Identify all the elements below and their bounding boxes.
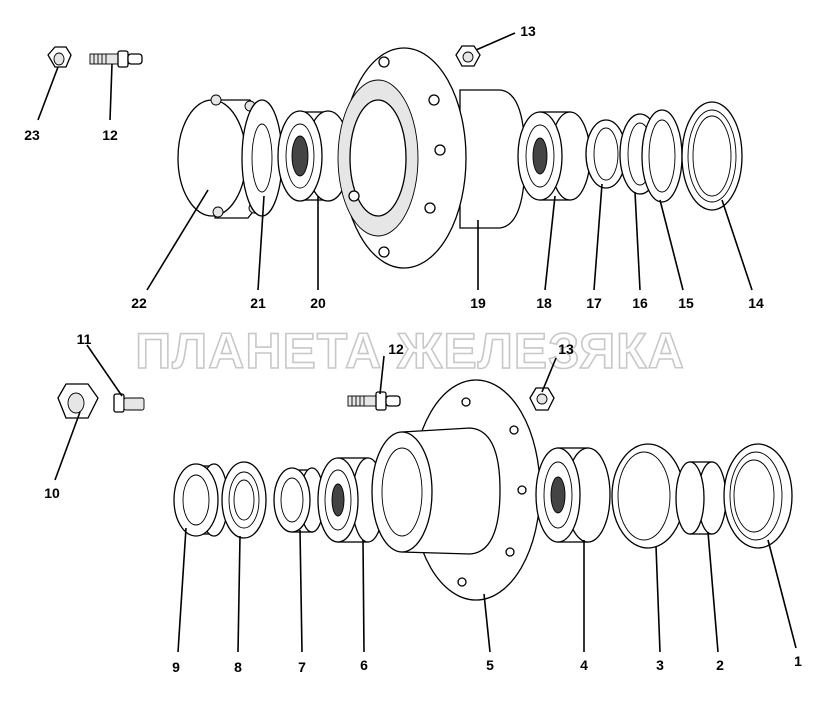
- callout-16: 16: [632, 295, 648, 311]
- part-hub-19: [337, 47, 526, 269]
- callout-13-top: 13: [520, 23, 536, 39]
- leader-23: [37, 66, 59, 121]
- callout-12-top: 12: [102, 127, 118, 143]
- watermark-text: ПЛАНЕТА ЖЕЛЕЗЯКА: [135, 323, 685, 379]
- leader-8: [237, 535, 241, 653]
- callout-11: 11: [77, 331, 92, 347]
- leader-7: [299, 529, 303, 653]
- callout-13-bottom: 13: [558, 341, 574, 357]
- callout-23: 23: [24, 127, 40, 143]
- leader-10: [54, 411, 81, 481]
- part-seal-14: [681, 101, 743, 211]
- part-bolt-12-top: [89, 50, 143, 68]
- part-bolt-11: [113, 393, 145, 413]
- part-lockwasher-8: [221, 461, 267, 539]
- callout-8: 8: [234, 659, 242, 675]
- callout-12-bottom: 12: [388, 341, 404, 357]
- part-nut-13-top: [455, 45, 481, 67]
- callout-22: 22: [131, 295, 147, 311]
- part-seal-1: [723, 443, 793, 549]
- part-nut-10: [57, 383, 99, 419]
- part-bearing-4: [535, 447, 611, 543]
- leader-1: [767, 539, 797, 649]
- callout-21: 21: [250, 295, 266, 311]
- part-hub-5: [371, 379, 541, 601]
- callout-20: 20: [310, 295, 326, 311]
- leader-3: [655, 545, 661, 653]
- part-nut-7: [273, 467, 325, 533]
- callout-14: 14: [748, 295, 764, 311]
- leader-2: [707, 531, 719, 653]
- callout-4: 4: [580, 657, 588, 673]
- leader-11: [86, 344, 123, 397]
- leader-6: [362, 539, 365, 653]
- part-nut-9: [173, 463, 229, 537]
- callout-5: 5: [486, 657, 494, 673]
- leader-17: [593, 183, 603, 291]
- part-bolt-12-bottom: [347, 391, 401, 411]
- leader-14: [721, 199, 753, 291]
- callout-2: 2: [716, 657, 724, 673]
- leader-lines: [37, 32, 797, 653]
- part-bearing-18: [517, 111, 591, 201]
- callout-18: 18: [536, 295, 552, 311]
- callout-6: 6: [360, 657, 368, 673]
- callout-1: 1: [794, 653, 802, 669]
- leader-22: [146, 189, 209, 291]
- part-nut-13-bottom: [529, 387, 555, 411]
- callout-3: 3: [656, 657, 664, 673]
- callout-17: 17: [586, 295, 602, 311]
- leader-12-top: [109, 63, 113, 121]
- part-ring-2: [675, 461, 727, 535]
- leader-18: [544, 195, 556, 291]
- callout-labels: 23 12 13 22 21 20 19 18 17 16 15 14 11 1…: [24, 23, 802, 675]
- leader-16: [634, 191, 641, 291]
- leader-5: [483, 593, 491, 653]
- leader-13-top: [475, 32, 516, 51]
- callout-7: 7: [298, 659, 306, 675]
- part-race-3: [611, 443, 685, 549]
- callout-19: 19: [470, 295, 486, 311]
- leader-12-bottom: [379, 355, 385, 395]
- callout-10: 10: [44, 485, 60, 501]
- part-ring-15: [641, 109, 683, 203]
- callout-15: 15: [678, 295, 694, 311]
- leader-9: [177, 527, 187, 653]
- leader-13-bottom: [541, 357, 557, 393]
- leader-15: [659, 199, 684, 291]
- leader-21: [257, 195, 265, 291]
- part-nut-23: [47, 46, 72, 68]
- part-gasket-21: [241, 99, 283, 217]
- callout-9: 9: [172, 659, 180, 675]
